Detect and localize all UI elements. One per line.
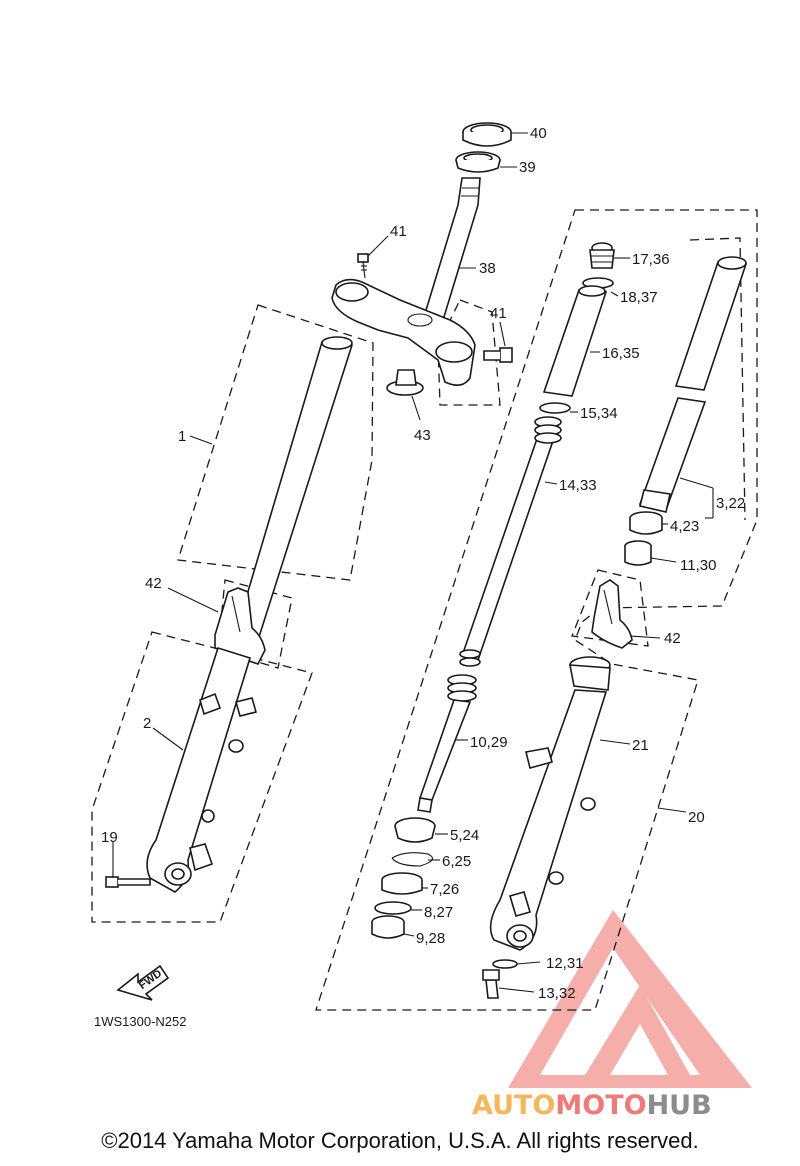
label-1: 1: [178, 428, 186, 445]
part-labels: 40 39 41 38 41 43 1 42 2 19 17,36 18,37 …: [101, 125, 745, 1002]
bushing-9-28: [371, 915, 405, 939]
bolt-13-32: [482, 969, 500, 999]
copyright-notice: ©2014 Yamaha Motor Corporation, U.S.A. A…: [101, 1128, 699, 1153]
oil-seal-5-24: [394, 817, 436, 843]
piston-11-30: [624, 540, 652, 566]
bolt-19: [105, 876, 151, 888]
group-box-3-inner: [689, 237, 746, 521]
spring-14-33: [459, 416, 562, 667]
group-box-42-right: [571, 569, 649, 647]
race-39: [455, 151, 501, 173]
label-11-30: 11,30: [680, 557, 716, 574]
label-12-31: 12,31: [546, 955, 584, 972]
washer-12-31: [492, 959, 518, 969]
watermark-part-moto: MOTO: [555, 1090, 646, 1121]
watermark-part-hub: HUB: [647, 1090, 712, 1121]
label-9-28: 9,28: [416, 930, 445, 947]
label-16-35: 16,35: [602, 345, 640, 362]
damper-rod-10-29: [417, 674, 477, 813]
under-bracket: [331, 278, 476, 386]
inner-tube-1: [235, 336, 353, 642]
label-40: 40: [530, 125, 547, 142]
steering-stem-38: [418, 177, 481, 331]
label-14-33: 14,33: [559, 477, 597, 494]
label-4-23: 4,23: [670, 518, 699, 535]
bolt-41-right: [483, 347, 513, 363]
label-2: 2: [143, 715, 151, 732]
nut-43: [386, 369, 424, 396]
bushing-4-23: [629, 511, 663, 535]
label-5-24: 5,24: [450, 827, 479, 844]
label-38: 38: [479, 260, 496, 277]
fwd-arrow-icon: FWD: [116, 964, 170, 1001]
label-42-left: 42: [145, 575, 162, 592]
label-42-right: 42: [664, 630, 681, 647]
label-43: 43: [414, 427, 431, 444]
label-41-top: 41: [390, 223, 407, 240]
watermark-text: AUTOMOTOHUB: [472, 1090, 712, 1121]
cap-bolt-17-36: [589, 242, 615, 269]
label-7-26: 7,26: [430, 881, 459, 898]
guard-42-right: [591, 579, 633, 649]
diagram-code: 1WS1300-N252: [94, 1014, 187, 1029]
spacer-16-35: [542, 285, 608, 397]
bolt-41-top: [357, 253, 369, 279]
label-19: 19: [101, 829, 118, 846]
leader-lines: [112, 132, 714, 993]
label-3-22: 3,22: [716, 495, 745, 512]
group-box-1: [177, 304, 374, 581]
label-18-37: 18,37: [620, 289, 658, 306]
watermark-logo: [508, 910, 752, 1088]
metal-7-26: [381, 872, 423, 895]
washer-15-34: [539, 402, 571, 414]
washer-8-27: [374, 901, 412, 915]
outer-tube-2: [146, 647, 257, 893]
label-41-right: 41: [490, 305, 507, 322]
bearing-40: [462, 122, 512, 147]
label-21: 21: [632, 737, 649, 754]
label-15-34: 15,34: [580, 405, 618, 422]
label-17-36: 17,36: [632, 251, 670, 268]
outer-tube-21: [489, 656, 611, 951]
label-8-27: 8,27: [424, 904, 453, 921]
label-13-32: 13,32: [538, 985, 576, 1002]
label-39: 39: [519, 159, 536, 176]
clip-6-25: [391, 852, 434, 867]
label-6-25: 6,25: [442, 853, 471, 870]
group-box-20: [315, 209, 758, 1011]
inner-tube-3-22: [638, 256, 748, 513]
watermark-part-auto: AUTO: [472, 1090, 555, 1121]
label-20: 20: [688, 809, 705, 826]
label-10-29: 10,29: [470, 734, 508, 751]
group-box-2: [91, 631, 313, 923]
